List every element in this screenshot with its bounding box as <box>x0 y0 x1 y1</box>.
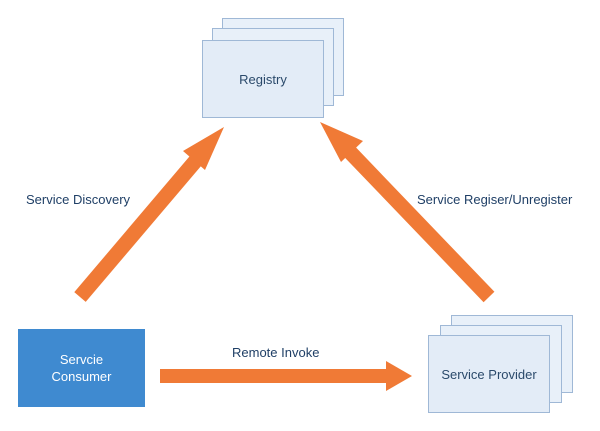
registry-node: Registry <box>202 40 324 118</box>
service-consumer-node: Servcie Consumer <box>18 329 145 407</box>
service-provider-label: Service Provider <box>441 366 537 382</box>
remote-invoke-arrow <box>160 361 412 391</box>
consumer-label-line1: Servcie <box>59 352 104 367</box>
service-discovery-label: Service Discovery <box>26 192 131 207</box>
service-register-label: Service Regiser/Unregister <box>417 192 573 207</box>
service-register-arrow <box>320 122 495 303</box>
remote-invoke-label: Remote Invoke <box>232 345 320 360</box>
service-provider-node: Service Provider <box>428 335 550 413</box>
service-discovery-arrow <box>74 127 224 302</box>
registry-label: Registry <box>239 71 287 87</box>
consumer-label-line2: Consumer <box>51 369 112 384</box>
